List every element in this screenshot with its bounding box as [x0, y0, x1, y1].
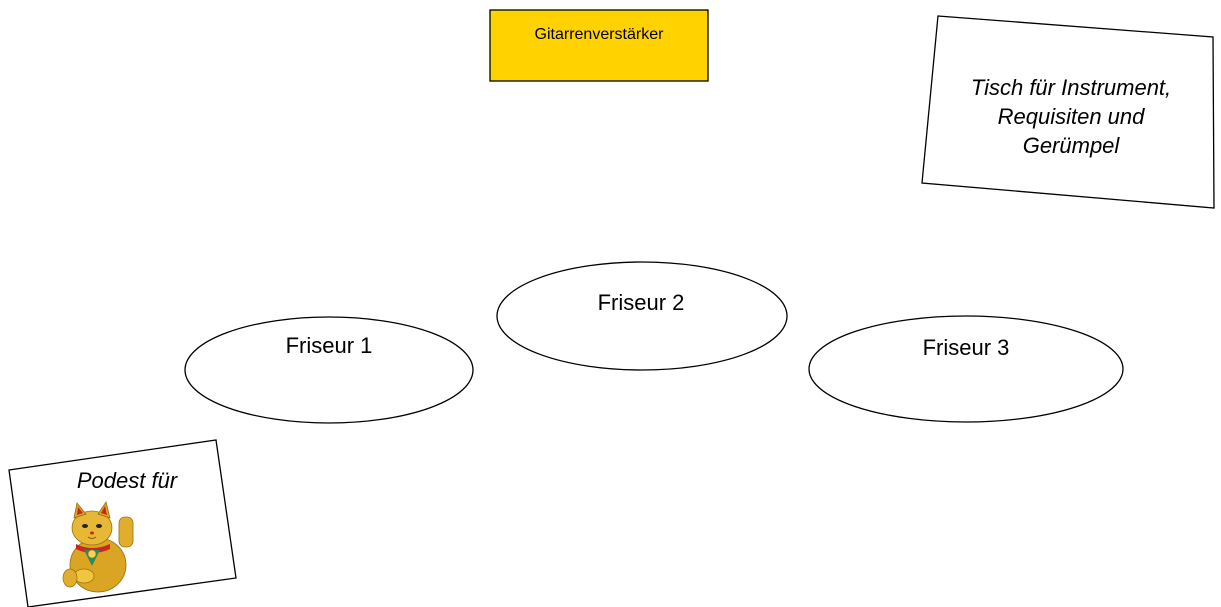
station-friseur-3: Friseur 3 — [808, 315, 1124, 423]
station-friseur-3-shape — [808, 315, 1124, 423]
station-friseur-1: Friseur 1 — [184, 316, 474, 424]
station-friseur-2: Friseur 2 — [496, 261, 788, 371]
guitar-amp-shape — [489, 9, 709, 82]
table-label-line-2: Requisiten und — [998, 104, 1146, 129]
station-friseur-1-label: Friseur 1 — [286, 333, 373, 358]
lucky-cat-icon — [62, 501, 134, 593]
guitar-amp-box: Gitarrenverstärker — [489, 9, 709, 82]
station-friseur-1-shape — [184, 316, 474, 424]
table-card: Tisch für Instrument, Requisiten und Ger… — [921, 15, 1215, 209]
table-card-shape — [921, 15, 1215, 209]
station-friseur-3-label: Friseur 3 — [923, 335, 1010, 360]
table-label-line-1: Tisch für Instrument, — [971, 75, 1171, 100]
station-friseur-2-shape — [496, 261, 788, 371]
table-label-line-3: Gerümpel — [1023, 133, 1121, 158]
podest-label: Podest für — [77, 468, 179, 493]
podest-card: Podest für — [8, 439, 237, 607]
guitar-amp-label: Gitarrenverstärker — [535, 26, 665, 43]
station-friseur-2-label: Friseur 2 — [598, 290, 685, 315]
